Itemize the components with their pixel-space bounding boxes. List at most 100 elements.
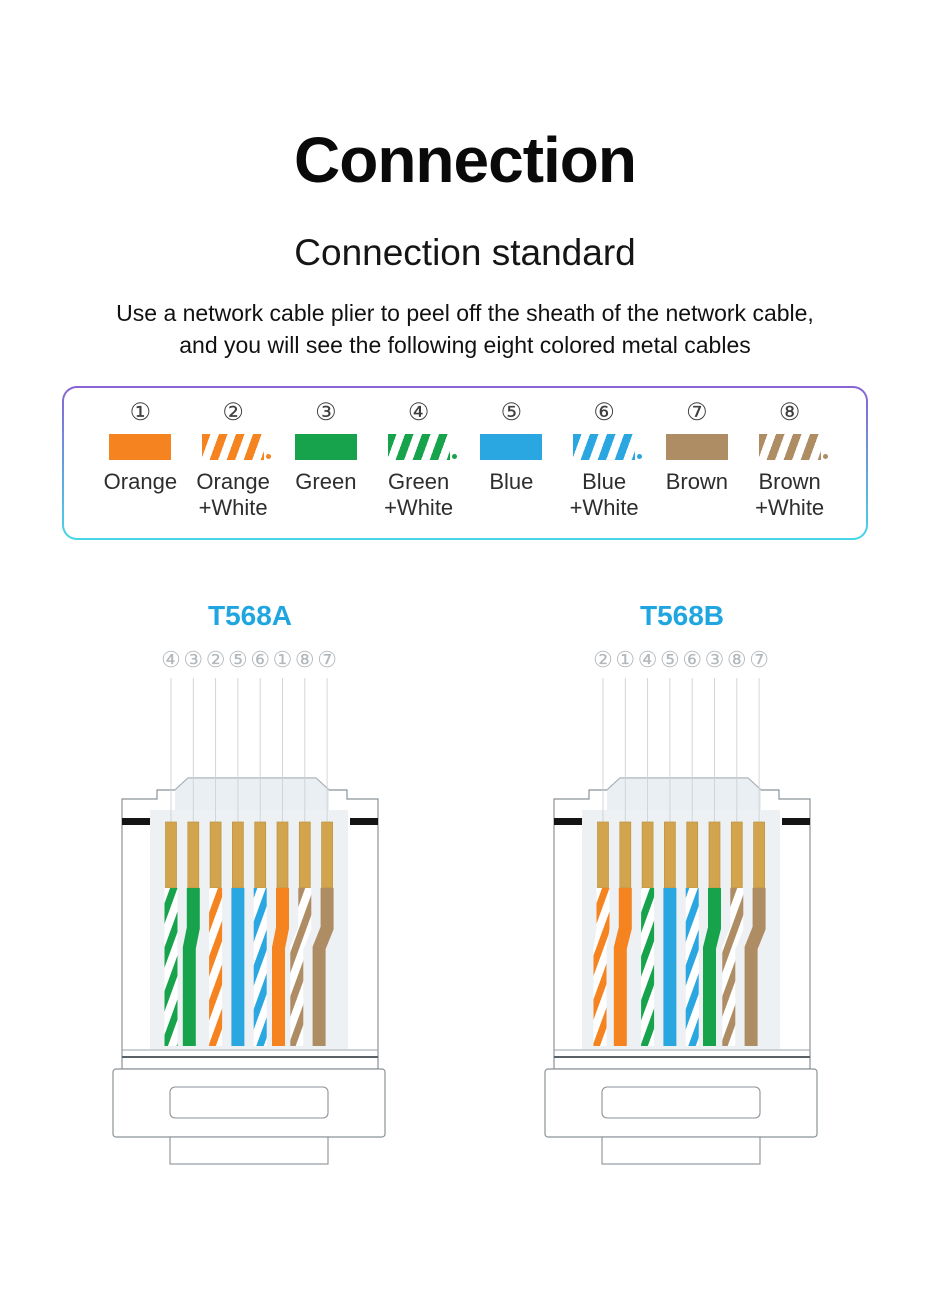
diagram-title-t568a: T568A xyxy=(207,599,293,631)
pin-number: ③ xyxy=(183,647,203,672)
pin-number: ① xyxy=(615,647,635,672)
pin-number: ⑦ xyxy=(317,647,337,672)
connector-top-tab-outline xyxy=(606,777,762,790)
cable-label-brown: Brown xyxy=(666,469,728,495)
cable-number-brown-white: ⑧ xyxy=(778,399,801,427)
gold-pin xyxy=(597,821,609,888)
legend-item-orange: ① Orange xyxy=(94,399,187,521)
cable-label-line: Green xyxy=(295,468,357,494)
body-mark-right xyxy=(350,817,378,825)
gold-pin xyxy=(298,821,311,888)
wire-brown-white xyxy=(722,887,744,1046)
pin-number: ④ xyxy=(638,647,658,672)
description-line-1: Use a network cable plier to peel off th… xyxy=(116,300,814,326)
gold-pin xyxy=(254,821,267,888)
cable-label-line: Blue xyxy=(489,468,534,494)
cable-label-line: +White xyxy=(384,495,454,521)
pin-number: ③ xyxy=(705,647,725,672)
cable-swatch-blue xyxy=(480,433,543,460)
cable-label-line: +White xyxy=(198,495,268,521)
page-description: Use a network cable plier to peel off th… xyxy=(0,297,930,361)
cable-swatch-green-white xyxy=(387,433,457,460)
gold-pin xyxy=(187,821,200,888)
wire-orange-white xyxy=(593,887,610,1046)
cable-label-line: Brown xyxy=(665,468,729,494)
legend-item-blue-white: ⑥ Blue+White xyxy=(558,399,651,522)
legend-item-orange-white: ② Orange+White xyxy=(187,399,280,522)
pin-number: ⑧ xyxy=(727,647,747,672)
cable-label-blue-white: Blue+White xyxy=(570,469,639,522)
pin-number: ⑤ xyxy=(660,647,680,672)
body-mark-left xyxy=(122,817,150,825)
cable-swatch-blue-white xyxy=(573,433,643,460)
pin-number: ② xyxy=(593,647,613,672)
cable-swatch-green xyxy=(294,433,357,460)
cable-number-blue-white: ⑥ xyxy=(593,399,615,427)
cable-number-brown: ⑦ xyxy=(686,399,708,427)
page-title: Connection xyxy=(294,124,637,196)
connector-top-tab xyxy=(607,777,761,810)
gold-pin xyxy=(165,821,177,888)
wire-green xyxy=(182,887,200,1046)
pin-number: ① xyxy=(273,647,293,672)
cable-label-line: Brown xyxy=(758,468,821,494)
cable-swatch-orange-white xyxy=(202,433,272,460)
gold-pin xyxy=(209,821,222,888)
legend-item-blue: ⑤ Blue xyxy=(465,399,558,521)
gold-pin xyxy=(276,821,289,888)
pin-number: ⑧ xyxy=(295,647,315,672)
connector-latch xyxy=(169,1085,329,1119)
cable-number-green-white: ④ xyxy=(407,399,430,427)
gold-pin xyxy=(664,821,676,888)
cable-label-line: Blue xyxy=(582,468,627,494)
cable-number-blue: ⑤ xyxy=(500,399,523,427)
pin-number: ⑦ xyxy=(749,647,769,672)
cable-legend: ① Orange ② Orange+White ③ Green ④ Green+… xyxy=(64,388,866,538)
gold-pin xyxy=(641,821,654,888)
wire-brown-white xyxy=(290,887,312,1046)
connector-cable-entry xyxy=(601,1135,761,1165)
cable-label-orange-white: Orange+White xyxy=(196,469,269,522)
pin-number: ⑥ xyxy=(682,647,702,672)
wire-green xyxy=(703,887,721,1046)
cable-number-orange: ① xyxy=(129,399,152,427)
connector-cable-entry xyxy=(169,1135,329,1165)
gold-pin xyxy=(619,821,632,888)
legend-item-brown-white: ⑧ Brown+White xyxy=(743,399,836,522)
legend-item-green-white: ④ Green+White xyxy=(372,399,465,521)
cable-number-orange-white: ② xyxy=(222,399,244,427)
wire-brown xyxy=(312,887,334,1046)
legend-item-brown: ⑦ Brown xyxy=(651,399,744,521)
body-mark-left xyxy=(554,817,582,825)
pin-number: ⑥ xyxy=(250,647,270,672)
pin-number: ② xyxy=(206,647,226,672)
cable-label-line: +White xyxy=(755,495,825,521)
cable-label-line: Orange xyxy=(196,468,270,494)
wire-orange xyxy=(272,887,289,1046)
pin-number: ⑤ xyxy=(228,647,248,672)
connector-top-tab-outline xyxy=(174,777,330,790)
cable-label-line: Orange xyxy=(103,468,178,494)
pin-number: ④ xyxy=(161,647,181,672)
diagram-title-t568b: T568B xyxy=(639,599,725,631)
cable-swatch-brown xyxy=(665,433,728,460)
cable-label-line: +White xyxy=(569,495,639,521)
connector-top-tab xyxy=(175,777,329,810)
gold-pin xyxy=(686,821,699,888)
body-mark-right xyxy=(782,817,810,825)
cable-label-green: Green xyxy=(295,469,356,495)
legend-item-green: ③ Green xyxy=(280,399,373,521)
cable-label-brown-white: Brown+White xyxy=(755,469,824,522)
cable-number-green: ③ xyxy=(315,399,337,427)
gold-pin xyxy=(753,821,765,888)
description-line-2: and you will see the following eight col… xyxy=(179,332,751,359)
wire-orange xyxy=(613,887,632,1046)
cable-swatch-orange xyxy=(109,433,172,460)
cable-label-line: Green xyxy=(388,468,450,494)
cable-legend-box: ① Orange ② Orange+White ③ Green ④ Green+… xyxy=(62,386,868,540)
